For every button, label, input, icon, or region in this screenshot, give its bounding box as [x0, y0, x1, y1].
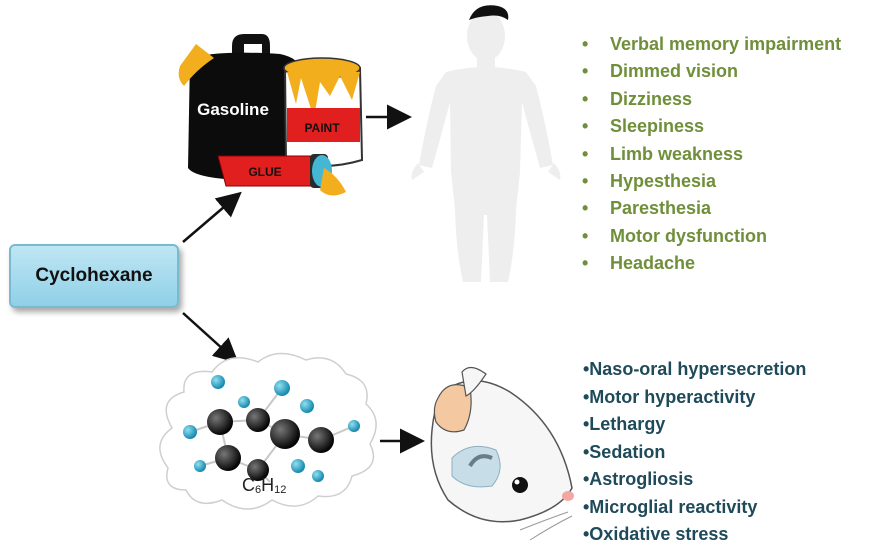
rat-effects-list: •Naso-oral hypersecretion •Motor hyperac… — [583, 356, 806, 549]
gasoline-label: Gasoline — [197, 100, 269, 119]
list-item: •Motor hyperactivity — [583, 386, 756, 407]
list-item: •Naso-oral hypersecretion — [583, 359, 807, 379]
bullet-icon: • — [582, 170, 589, 191]
list-item: •Hypesthesia — [582, 168, 841, 195]
arrow-to-products — [182, 191, 242, 243]
list-item: •Headache — [582, 250, 841, 277]
arrow-to-molecule — [182, 312, 239, 364]
glue-label: GLUE — [248, 165, 281, 179]
carbon-atoms — [207, 408, 334, 481]
list-item: •Limb weakness — [582, 141, 841, 168]
hydrogen-atoms — [183, 375, 360, 482]
molecule-cloud — [159, 352, 377, 510]
list-item: •Motor dysfunction — [582, 223, 841, 250]
glue-tube-icon: GLUE — [217, 154, 346, 196]
list-item: •Dizziness — [582, 86, 841, 113]
bullet-icon: • — [582, 198, 589, 219]
list-item: •Verbal memory impairment — [582, 31, 841, 58]
human-symptoms-list: •Verbal memory impairment •Dimmed vision… — [582, 31, 841, 278]
paint-label: PAINT — [304, 121, 340, 135]
cyclohexane-label: Cyclohexane — [35, 265, 153, 286]
list-item: •Oxidative stress — [583, 524, 729, 544]
paint-can-icon: PAINT — [283, 57, 364, 167]
bullet-icon: • — [582, 143, 589, 164]
bullet-icon: • — [582, 225, 589, 246]
molecular-formula: C6H12 — [242, 475, 286, 496]
cyclohexane-node: Cyclohexane — [9, 244, 179, 308]
bullet-icon: • — [582, 88, 589, 109]
list-item: •Sleepiness — [582, 113, 841, 140]
gasoline-can-icon: Gasoline — [178, 34, 302, 181]
list-item: •Microglial reactivity — [583, 496, 758, 517]
list-item: •Sedation — [583, 441, 666, 462]
bullet-icon: • — [582, 34, 589, 54]
bullet-icon: • — [582, 253, 589, 274]
list-item: •Astrogliosis — [583, 469, 694, 489]
bullet-icon: • — [582, 116, 589, 137]
list-item: •Paresthesia — [582, 195, 841, 222]
human-hair — [469, 5, 509, 20]
list-item: •Lethargy — [583, 414, 666, 434]
rat-icon — [430, 366, 574, 541]
human-silhouette — [411, 11, 561, 282]
bullet-icon: • — [582, 61, 589, 82]
list-item: •Dimmed vision — [582, 58, 841, 85]
